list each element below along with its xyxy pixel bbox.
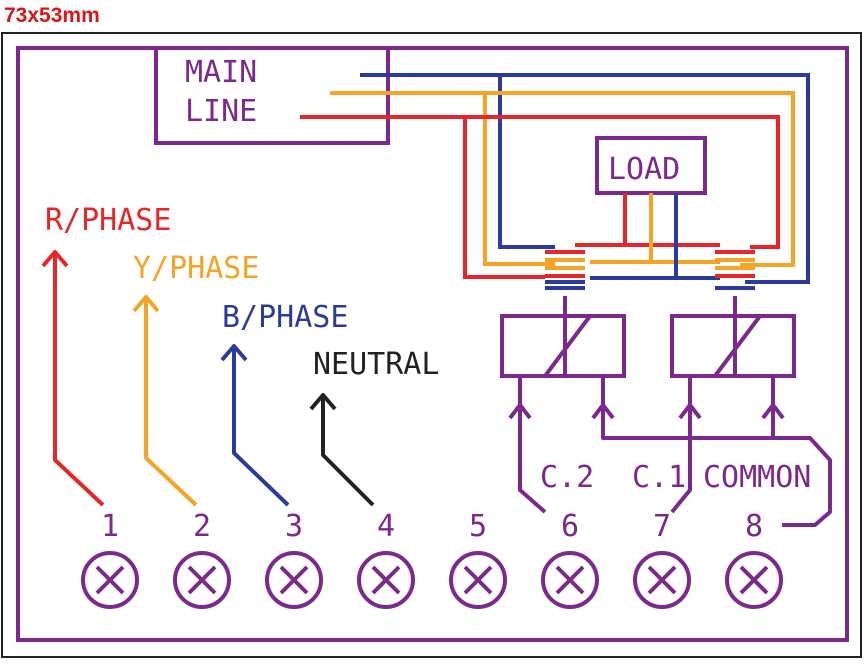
y-phase-arrow bbox=[132, 295, 160, 313]
common-arrow bbox=[761, 403, 785, 420]
terminal-number-4: 4 bbox=[377, 509, 395, 544]
main-line-label-1: MAIN bbox=[185, 55, 257, 90]
screw-terminal-6 bbox=[541, 551, 599, 609]
orange-supply-wire bbox=[330, 91, 795, 267]
blue-inner-wire bbox=[498, 75, 555, 249]
screw-terminal-4 bbox=[357, 551, 415, 609]
main-line-label-2: LINE bbox=[185, 94, 257, 129]
load-orange-wire bbox=[590, 193, 653, 264]
r-phase-wire bbox=[53, 252, 105, 507]
terminal-number-2: 2 bbox=[193, 509, 211, 544]
b-phase-label: B/PHASE bbox=[222, 300, 348, 335]
phase-wires bbox=[41, 250, 375, 507]
c1-wire bbox=[670, 376, 692, 514]
common-wire bbox=[771, 376, 832, 527]
c2-arrow bbox=[508, 403, 532, 420]
contacts-left bbox=[545, 250, 585, 290]
red-supply-wire bbox=[300, 115, 780, 249]
neutral-wire bbox=[321, 395, 375, 507]
load-wires bbox=[575, 193, 720, 280]
relay-coil-left bbox=[500, 296, 626, 378]
screw-terminal-7 bbox=[633, 551, 691, 609]
terminal-number-6: 6 bbox=[561, 509, 579, 544]
y-phase-wire bbox=[144, 297, 198, 507]
load-label: LOAD bbox=[608, 152, 680, 187]
screw-terminal-8 bbox=[725, 551, 783, 609]
screw-terminal-5 bbox=[449, 551, 507, 609]
contacts-right bbox=[715, 250, 755, 290]
c1-label: C.1 bbox=[632, 460, 686, 495]
load-box: LOAD bbox=[595, 136, 707, 195]
screw-terminal-1 bbox=[81, 551, 139, 609]
load-red-wire bbox=[575, 193, 627, 247]
relay-coil-right bbox=[670, 296, 796, 378]
screw-terminal-2 bbox=[173, 551, 231, 609]
left-coil-return-wire bbox=[601, 376, 690, 440]
left-coil-return-arrow bbox=[591, 403, 615, 420]
c2-label: C.2 bbox=[540, 460, 594, 495]
common-label: COMMON bbox=[703, 460, 811, 495]
neutral-label: NEUTRAL bbox=[313, 347, 439, 382]
red-inner-wire bbox=[463, 117, 545, 279]
terminal-number-3: 3 bbox=[285, 509, 303, 544]
terminal-number-7: 7 bbox=[653, 509, 671, 544]
r-phase-label: R/PHASE bbox=[45, 203, 171, 238]
terminal-number-5: 5 bbox=[469, 509, 487, 544]
b-phase-wire bbox=[232, 346, 290, 507]
coil-wires bbox=[508, 376, 832, 527]
b-phase-arrow bbox=[220, 344, 248, 362]
terminal-number-8: 8 bbox=[745, 509, 763, 544]
neutral-arrow bbox=[309, 393, 337, 411]
r-phase-arrow bbox=[41, 250, 69, 268]
y-phase-label: Y/PHASE bbox=[133, 251, 259, 286]
load-blue-wire bbox=[590, 193, 678, 280]
main-line-box: MAIN LINE bbox=[154, 50, 390, 145]
c1-arrow bbox=[678, 403, 702, 420]
terminal-strip: 1 2 3 4 5 6 7 8 bbox=[81, 509, 783, 609]
screw-terminal-3 bbox=[265, 551, 323, 609]
blue-supply-wire bbox=[360, 73, 810, 284]
c2-wire bbox=[518, 376, 547, 514]
terminal-number-1: 1 bbox=[101, 509, 119, 544]
dimension-label: 73x53mm bbox=[4, 4, 100, 27]
board-outline bbox=[16, 46, 849, 642]
board-frame bbox=[1, 32, 862, 658]
supply-wires bbox=[300, 73, 810, 284]
orange-inner-wire bbox=[483, 93, 555, 266]
